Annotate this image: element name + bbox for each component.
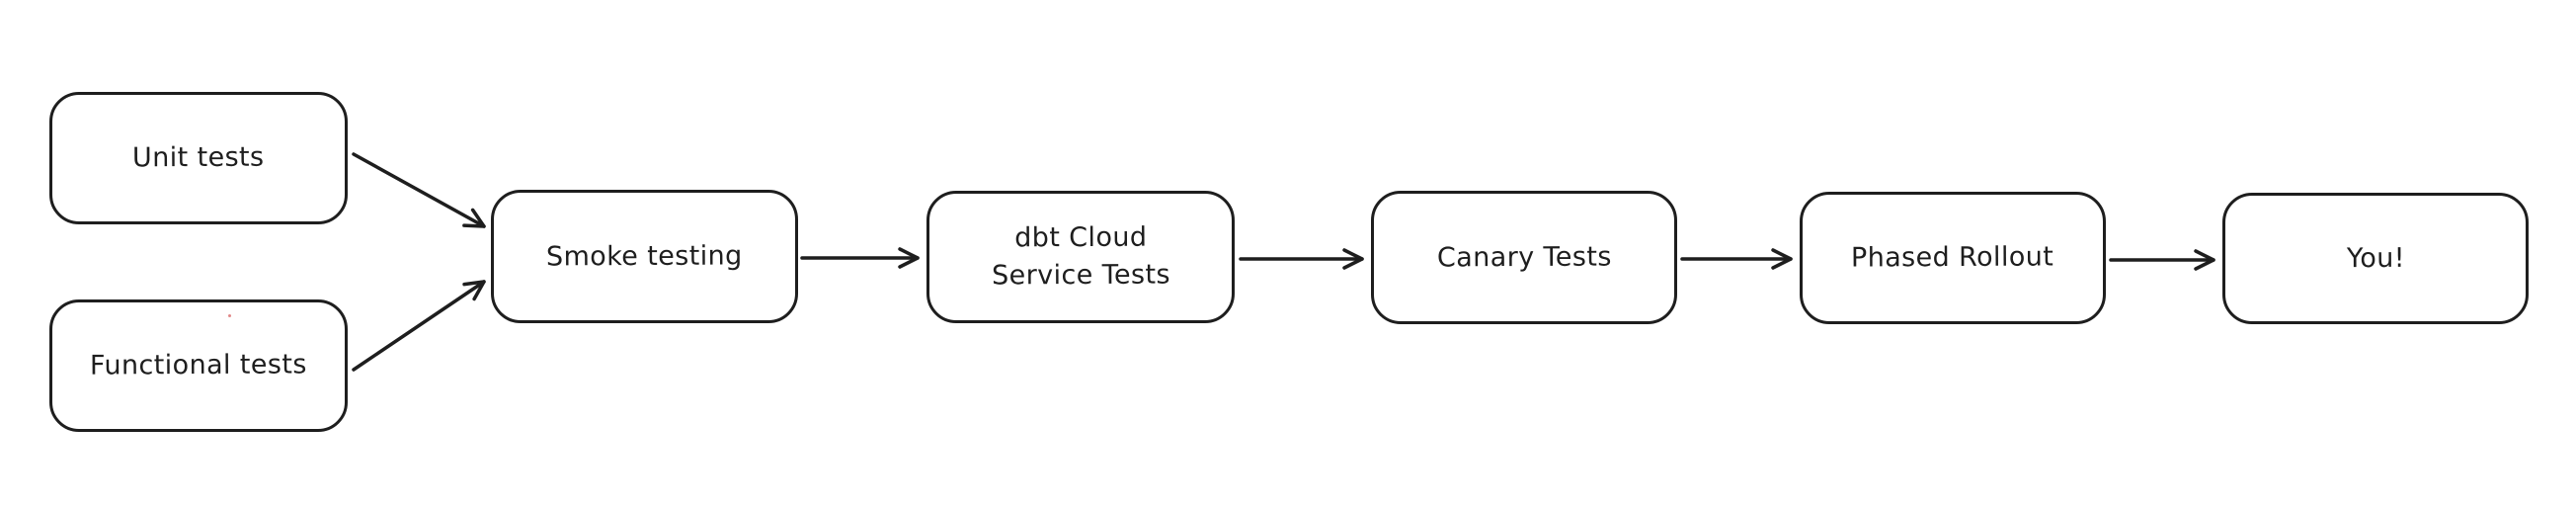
node-you[interactable]: You! (2222, 193, 2529, 324)
node-smoke-testing[interactable]: Smoke testing (491, 190, 798, 323)
node-phased-rollout-label: Phased Rollout (1851, 241, 2054, 274)
edge-functional-tests-to-smoke-testing (352, 280, 486, 372)
node-canary-tests-label: Canary Tests (1436, 241, 1612, 274)
node-functional-tests-label: Functional tests (90, 349, 307, 382)
node-phased-rollout[interactable]: Phased Rollout (1800, 192, 2106, 324)
node-unit-tests[interactable]: Unit tests (49, 92, 348, 224)
node-dbt-cloud-service-tests[interactable]: dbt Cloud Service Tests (926, 191, 1235, 323)
edge-unit-tests-to-smoke-testing (352, 152, 486, 228)
node-unit-tests-label: Unit tests (132, 141, 265, 174)
node-functional-tests[interactable]: Functional tests (49, 299, 348, 432)
node-dbt-cloud-service-tests-label: dbt Cloud Service Tests (991, 221, 1170, 292)
node-smoke-testing-label: Smoke testing (546, 240, 743, 273)
node-canary-tests[interactable]: Canary Tests (1371, 191, 1677, 324)
red-dot-artifact (228, 314, 231, 317)
node-you-label: You! (2346, 242, 2405, 274)
